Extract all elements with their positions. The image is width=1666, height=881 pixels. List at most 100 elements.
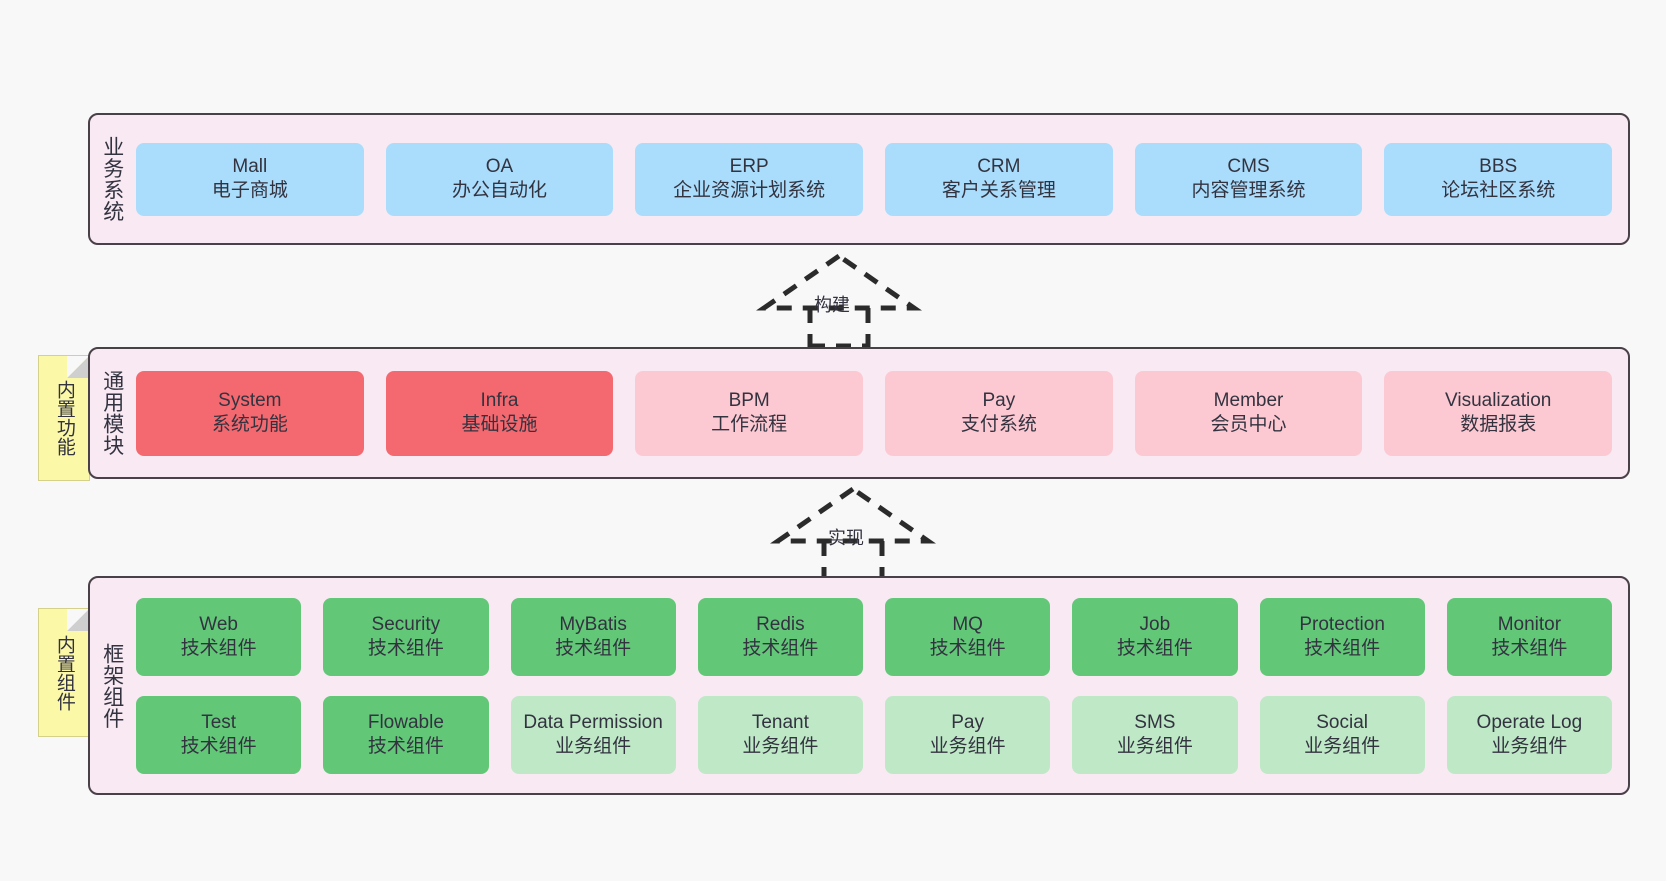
node-subtitle: 业务组件 — [929, 735, 1006, 757]
layer-framework-components: 框架组件 Web 技术组件 Security 技术组件 MyBatis 技术组件… — [88, 576, 1630, 795]
node-bpm[interactable]: BPM 工作流程 — [635, 370, 864, 456]
node-title: Monitor — [1497, 613, 1562, 635]
connector-stem — [807, 308, 871, 349]
node-subtitle: 技术组件 — [1304, 637, 1381, 659]
connector-build-arrow — [756, 252, 922, 349]
node-mybatis[interactable]: MyBatis 技术组件 — [510, 597, 676, 676]
node-sms[interactable]: SMS 业务组件 — [1072, 695, 1238, 774]
node-title: MyBatis — [559, 613, 627, 635]
node-job[interactable]: Job 技术组件 — [1072, 597, 1238, 676]
node-subtitle: 办公自动化 — [452, 180, 548, 201]
node-subtitle: 业务组件 — [555, 735, 632, 757]
node-title: SMS — [1134, 711, 1176, 733]
layer-common-modules: 通用模块 System 系统功能 Infra 基础设施 BPM 工作流程 Pay… — [88, 347, 1630, 479]
layer-business-systems: 业务系统 Mall 电子商城 OA 办公自动化 ERP 企业资源计划系统 CRM… — [88, 113, 1630, 245]
node-subtitle: 企业资源计划系统 — [673, 180, 826, 201]
node-erp[interactable]: ERP 企业资源计划系统 — [635, 142, 864, 216]
layer-body-business-systems: Mall 电子商城 OA 办公自动化 ERP 企业资源计划系统 CRM 客户关系… — [134, 115, 1628, 243]
node-title: CMS — [1227, 156, 1270, 178]
layer-row: System 系统功能 Infra 基础设施 BPM 工作流程 Pay 支付系统… — [136, 370, 1613, 456]
node-title: Pay — [951, 711, 984, 733]
layer-label-common-modules: 通用模块 — [100, 370, 124, 456]
node-redis[interactable]: Redis 技术组件 — [697, 597, 863, 676]
node-title: Pay — [982, 390, 1016, 412]
node-title: System — [218, 390, 282, 412]
node-flowable[interactable]: Flowable 技术组件 — [323, 695, 489, 774]
node-bbs[interactable]: BBS 论坛社区系统 — [1384, 142, 1613, 216]
node-title: BBS — [1479, 156, 1518, 178]
sticky-note-label: 内置组件 — [53, 634, 75, 711]
node-operate-log[interactable]: Operate Log 业务组件 — [1446, 695, 1612, 774]
node-subtitle: 技术组件 — [180, 735, 257, 757]
node-subtitle: 技术组件 — [1116, 637, 1193, 659]
connector-build: 构建 — [744, 252, 934, 349]
connector-build-label: 构建 — [814, 295, 850, 315]
node-mall[interactable]: Mall 电子商城 — [136, 142, 364, 216]
sticky-note-builtin-functions: 内置功能 — [38, 355, 90, 481]
node-title: Mall — [232, 156, 268, 178]
node-title: Data Permission — [523, 711, 663, 733]
layer-label-framework-components: 框架组件 — [100, 642, 124, 729]
node-title: Infra — [480, 390, 519, 412]
node-member[interactable]: Member 会员中心 — [1134, 370, 1363, 456]
connector-implement: 实现 — [758, 485, 948, 582]
node-system[interactable]: System 系统功能 — [136, 370, 364, 456]
layer-label-business-systems: 业务系统 — [100, 136, 124, 222]
node-infra[interactable]: Infra 基础设施 — [385, 370, 614, 456]
node-oa[interactable]: OA 办公自动化 — [385, 142, 614, 216]
sticky-note-builtin-components: 内置组件 — [38, 608, 90, 737]
sticky-note-label: 内置功能 — [53, 380, 75, 456]
node-subtitle: 系统功能 — [211, 414, 288, 435]
node-title: MQ — [952, 613, 983, 635]
node-title: Tenant — [751, 711, 809, 733]
node-visualization[interactable]: Visualization 数据报表 — [1384, 370, 1613, 456]
layer-body-common-modules: System 系统功能 Infra 基础设施 BPM 工作流程 Pay 支付系统… — [134, 349, 1628, 477]
node-subtitle: 会员中心 — [1210, 414, 1287, 435]
node-protection[interactable]: Protection 技术组件 — [1259, 597, 1425, 676]
node-pay-module[interactable]: Pay 支付系统 — [885, 370, 1113, 456]
node-test[interactable]: Test 技术组件 — [136, 695, 302, 774]
node-data-permission[interactable]: Data Permission 业务组件 — [510, 695, 676, 774]
node-title: Visualization — [1445, 390, 1552, 412]
node-subtitle: 支付系统 — [960, 414, 1037, 435]
node-subtitle: 论坛社区系统 — [1441, 180, 1556, 201]
node-title: Security — [371, 613, 441, 635]
connector-stem — [821, 541, 885, 582]
node-subtitle: 技术组件 — [929, 637, 1006, 659]
node-pay-component[interactable]: Pay 业务组件 — [885, 695, 1051, 774]
node-subtitle: 业务组件 — [1304, 735, 1381, 757]
node-title: Web — [199, 613, 238, 635]
node-title: OA — [485, 156, 514, 178]
node-subtitle: 数据报表 — [1460, 414, 1537, 435]
node-web[interactable]: Web 技术组件 — [136, 597, 302, 676]
node-subtitle: 基础设施 — [461, 414, 538, 435]
node-title: Member — [1213, 390, 1284, 412]
node-monitor[interactable]: Monitor 技术组件 — [1446, 597, 1612, 676]
node-cms[interactable]: CMS 内容管理系统 — [1134, 142, 1363, 216]
node-subtitle: 业务组件 — [742, 735, 819, 757]
connector-implement-arrow — [770, 485, 936, 582]
node-title: Test — [201, 711, 237, 733]
node-subtitle: 工作流程 — [711, 414, 788, 435]
node-title: ERP — [729, 156, 769, 178]
node-title: Operate Log — [1476, 711, 1583, 733]
connector-implement-label: 实现 — [828, 528, 864, 548]
node-security[interactable]: Security 技术组件 — [323, 597, 489, 676]
layer-row: Mall 电子商城 OA 办公自动化 ERP 企业资源计划系统 CRM 客户关系… — [136, 142, 1613, 216]
layer-row: Web 技术组件 Security 技术组件 MyBatis 技术组件 Redi… — [136, 597, 1612, 676]
node-subtitle: 电子商城 — [211, 180, 288, 201]
node-subtitle: 技术组件 — [742, 637, 819, 659]
node-subtitle: 业务组件 — [1491, 735, 1568, 757]
generalization-arrowhead — [770, 485, 936, 544]
node-title: Social — [1316, 711, 1368, 733]
node-tenant[interactable]: Tenant 业务组件 — [697, 695, 863, 774]
node-subtitle: 内容管理系统 — [1191, 180, 1306, 201]
node-mq[interactable]: MQ 技术组件 — [885, 597, 1051, 676]
node-crm[interactable]: CRM 客户关系管理 — [885, 142, 1113, 216]
generalization-arrowhead — [756, 252, 922, 311]
node-title: Job — [1139, 613, 1171, 635]
layer-body-framework-components: Web 技术组件 Security 技术组件 MyBatis 技术组件 Redi… — [134, 578, 1628, 793]
node-social[interactable]: Social 业务组件 — [1259, 695, 1425, 774]
node-title: Flowable — [367, 711, 444, 733]
